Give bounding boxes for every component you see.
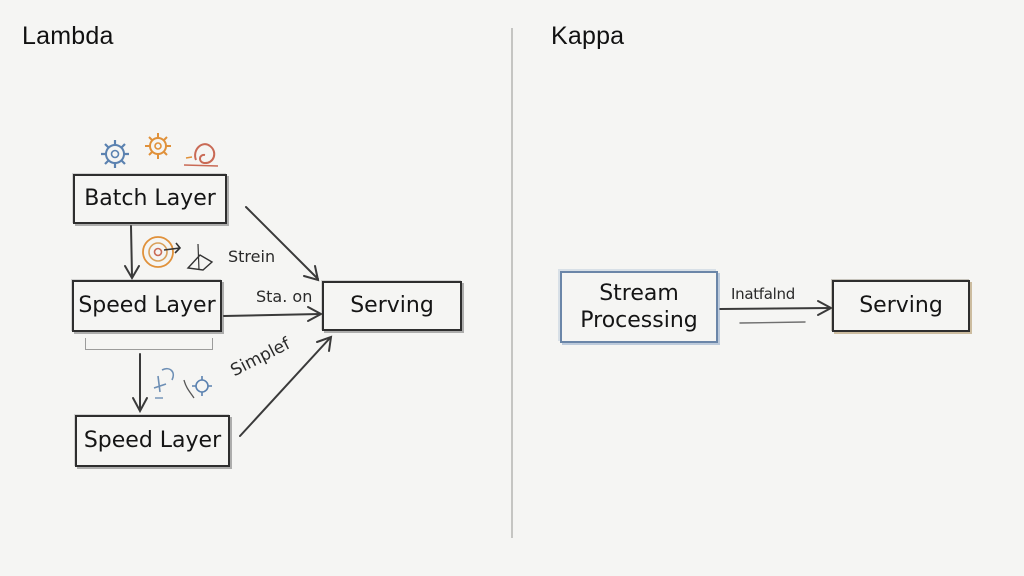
kappa-serving-label: Serving bbox=[859, 293, 943, 318]
speed-layer-box: Speed Layer bbox=[72, 280, 222, 332]
batch-layer-label: Batch Layer bbox=[84, 186, 216, 211]
edge-label-batch-speed: Strein bbox=[228, 247, 276, 266]
figure-icon bbox=[183, 379, 195, 399]
target-icon bbox=[142, 236, 182, 268]
figure-icon bbox=[153, 367, 175, 399]
arrow-batch-to-speed bbox=[124, 225, 140, 280]
speed-layer-label: Speed Layer bbox=[78, 293, 216, 318]
lambda-serving-label: Serving bbox=[350, 293, 434, 318]
kappa-title: Kappa bbox=[551, 22, 625, 50]
edge-label-speed-serving: Sta. on bbox=[256, 287, 313, 306]
panel-divider bbox=[511, 28, 513, 538]
arrow-stream-to-serving bbox=[719, 300, 834, 324]
speed-layer-bottom-label: Speed Layer bbox=[83, 428, 222, 453]
gear-icon bbox=[192, 376, 212, 396]
arrow-speed-to-serving bbox=[223, 306, 324, 322]
stream-processing-line1: Stream bbox=[599, 281, 679, 306]
edge-label-stream-serving: Inatfalnd bbox=[731, 285, 795, 303]
kappa-serving-box: Serving bbox=[832, 280, 970, 332]
speed-layer-shadow bbox=[85, 338, 213, 350]
edge-label-bottom-serving: Simplef bbox=[227, 334, 294, 381]
gear-icon bbox=[101, 140, 129, 168]
lambda-title: Lambda bbox=[22, 22, 114, 50]
lambda-serving-box: Serving bbox=[322, 281, 462, 331]
gear-icon bbox=[145, 133, 171, 159]
batch-layer-box: Batch Layer bbox=[73, 174, 227, 224]
stream-processing-line2: Processing bbox=[580, 308, 698, 333]
speed-layer-box-bottom: Speed Layer bbox=[75, 415, 230, 467]
swirl-icon bbox=[183, 143, 219, 167]
stream-processing-box: Stream Processing bbox=[560, 271, 718, 343]
pencil-mark bbox=[186, 243, 214, 271]
arrow-speed-to-speed bbox=[132, 353, 148, 414]
arrow-batch-to-serving bbox=[245, 206, 320, 282]
